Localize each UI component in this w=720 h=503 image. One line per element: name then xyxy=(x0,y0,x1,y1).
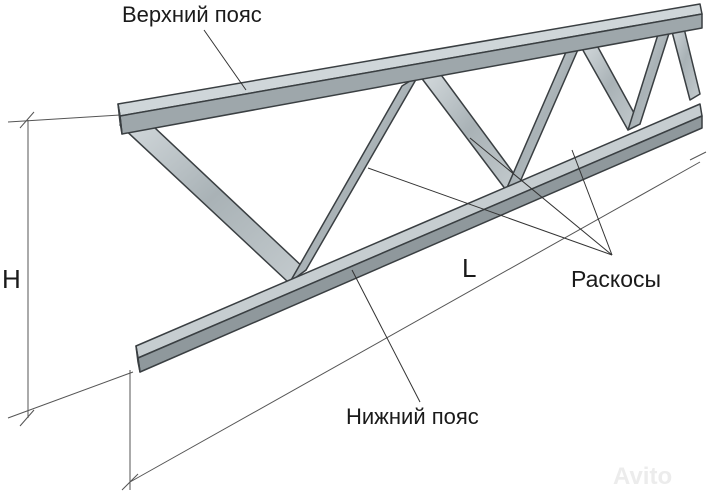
dimension-lines xyxy=(7,111,707,491)
top-chord-end xyxy=(117,103,123,135)
top-chord-side xyxy=(119,13,703,135)
label-length: L xyxy=(462,253,477,283)
diagonal-member xyxy=(119,111,307,283)
bottom-chord-side xyxy=(137,115,703,373)
label-top-chord: Верхний пояс xyxy=(122,2,262,27)
label-bottom-chord: Нижний пояс xyxy=(346,404,479,429)
bottom-chord-end xyxy=(135,345,141,373)
truss xyxy=(117,3,703,373)
diagonal-member xyxy=(579,39,641,131)
diagonal-member xyxy=(419,67,521,191)
leader-lines xyxy=(203,29,613,403)
label-diagonals: Раскосы xyxy=(571,266,662,292)
watermark: Avito xyxy=(613,463,673,490)
label-height: H xyxy=(2,264,21,294)
